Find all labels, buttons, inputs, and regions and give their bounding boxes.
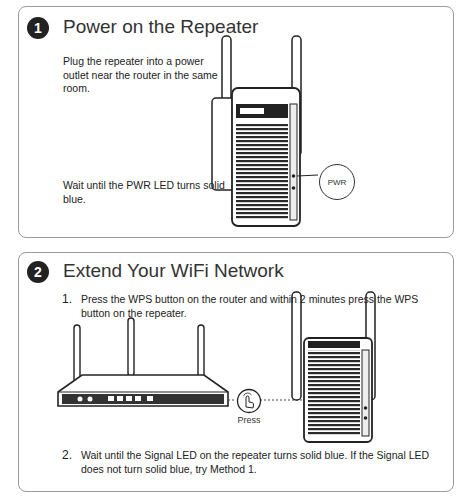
step-title: Power on the Repeater [63,15,258,40]
wps-button: Press [231,387,267,429]
step-number: 1 [27,17,49,39]
led-callout: PWR [319,164,355,200]
step-number-text: 2 [34,264,42,280]
step-panel: Extend Your WiFi NetworkPress the WPS bu… [18,252,454,492]
instruction-text: Wait until the PWR LED turns solid blue. [63,179,228,206]
button-label: Press [231,415,267,427]
step-panel: Power on the RepeaterPlug the repeater i… [18,6,454,238]
instruction-text: Wait until the Signal LED on the repeate… [81,449,441,476]
instruction-text: Press the WPS button on the router and w… [81,293,441,320]
sub-step-number: 2. [62,448,72,462]
button-icon [231,387,267,415]
step-number-text: 1 [34,20,42,36]
router-figure [58,318,228,406]
repeater-figure [212,36,318,226]
step-number: 2 [27,261,49,283]
step-title: Extend Your WiFi Network [63,259,284,284]
sub-step-number: 1. [62,292,72,306]
led-label: PWR [328,178,347,187]
instruction-text: Plug the repeater into a power outlet ne… [63,55,228,96]
repeater-figure [292,292,375,442]
